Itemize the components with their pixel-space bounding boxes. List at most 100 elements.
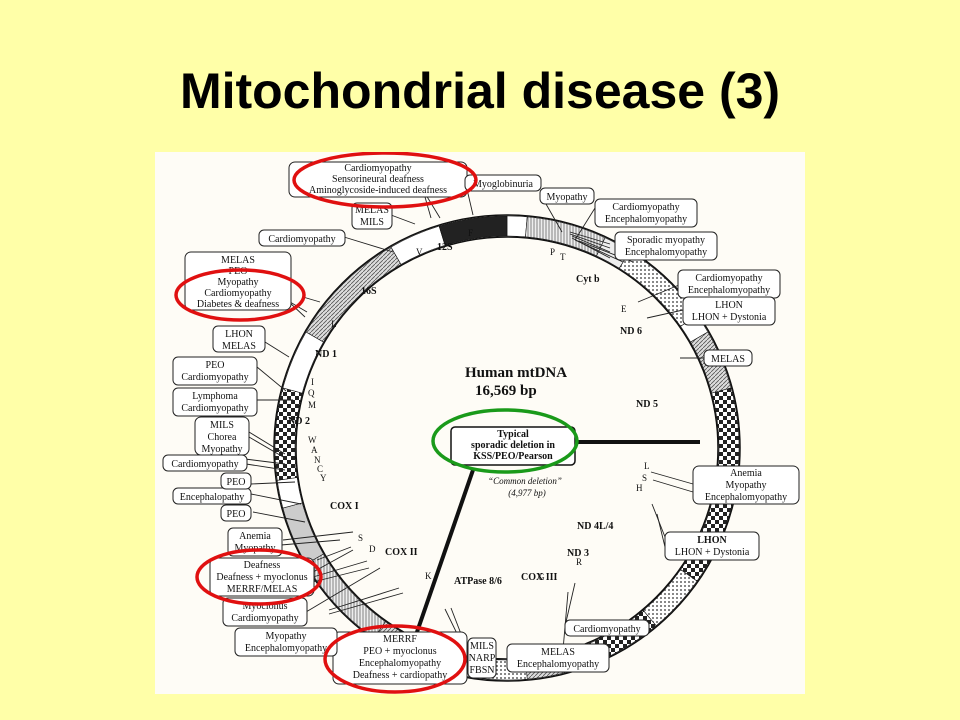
cardio-br: Cardiomyopathy [573,624,640,635]
gene-cytb: Cyt b [576,274,600,285]
gene-atpase: ATPase 8/6 [454,576,502,587]
highlight-left [174,268,306,322]
melas-r: MELAS [711,354,745,365]
trna-l: L [331,319,337,329]
ring-segment [438,215,508,246]
top-red-1: Cardiomyopathy [344,163,411,174]
trna-f: F [468,228,473,238]
cardio-tl: Cardiomyopathy [268,234,335,245]
trna-l2: L [644,461,650,471]
mils-1: MILS [360,217,384,228]
highlight-merrf-melas [195,548,323,606]
lhon-r2-2: LHON + Dystonia [675,547,750,558]
trna-w: W [308,435,317,445]
cardio-tr-2: Encephalomyopathy [605,214,687,225]
merrf-b-2: PEO + myoclonus [363,646,437,657]
lhon-melas-2: MELAS [222,341,256,352]
trna-s2: S [642,473,647,483]
deletion-line-left [415,469,475,633]
gene-nd1: ND 1 [315,349,337,360]
sporadic-1: Sporadic myopathy [627,235,705,246]
sporadic-2: Encephalomyopathy [625,247,707,258]
peo-l: PEO [227,477,246,488]
myopathy-bl-1: Myopathy [265,631,306,642]
mils-chorea-3: Myopathy [201,444,242,455]
myoclonus-1: Myoclonus [243,601,288,612]
gene-cox1: COX I [330,501,359,512]
trna-d: D [369,544,376,554]
mils-chorea-2: Chorea [208,432,237,443]
deletion-line1: Typical [497,429,529,440]
trna-i: I [311,377,314,387]
melas-br-2: Encephalomyopathy [517,659,599,670]
lhon-melas-1: LHON [225,329,253,340]
melas-group-3: Myopathy [217,277,258,288]
disease-labels: Cardiomyopathy Sensorineural deafness Am… [162,161,800,685]
cardio-r-2: Encephalomyopathy [688,285,770,296]
deafness-3: MERRF/MELAS [227,584,298,595]
gene-nd2: ND 2 [288,416,310,427]
lhon-r-2: LHON + Dystonia [692,312,767,323]
top-red-3: Aminoglycoside-induced deafness [309,185,447,196]
cardio-l: Cardiomyopathy [171,459,238,470]
melas-1: MELAS [355,205,389,216]
gene-cox3: COX III [521,572,558,583]
mils-b: MILS [470,641,494,652]
lymphoma-2: Cardiomyopathy [181,403,248,414]
trna-p: P [550,247,555,257]
gene-nd4: ND 4L/4 [577,521,613,532]
deletion-line3: KSS/PEO/Pearson [473,451,553,462]
deafness-2: Deafness + myoclonus [216,572,307,583]
trna-a: A [311,445,318,455]
anemia-r-1: Anemia [730,468,762,479]
cardio-r-1: Cardiomyopathy [695,273,762,284]
trna-v: V [416,247,423,257]
lhon-r2-1: LHON [697,535,727,546]
trna-y: Y [320,473,327,483]
trna-q: Q [308,388,315,398]
merrf-b-3: Encephalomyopathy [359,658,441,669]
melas-group-5: Diabetes & deafness [197,299,279,310]
mils-chorea-1: MILS [210,420,234,431]
gene-labels: 12S 16S ND 1 ND 2 COX I COX II ATPase 8/… [288,242,658,587]
peo-l2: PEO [227,509,246,520]
myopathy-bl-2: Encephalomyopathy [245,643,327,654]
fbsn-b: FBSN [469,665,494,676]
melas-group-4: Cardiomyopathy [204,288,271,299]
myoclonus-2: Cardiomyopathy [231,613,298,624]
slide-title: Mitochondrial disease (3) [179,63,781,119]
peo-cardio-2: Cardiomyopathy [181,372,248,383]
highlight-top [292,152,478,209]
deafness-1: Deafness [244,560,281,571]
gene-nd6: ND 6 [620,326,642,337]
ring-segment [642,569,698,627]
highlight-merrf [323,624,467,694]
trna-g: G [538,572,545,582]
merrf-b-4: Deafness + cardiopathy [353,670,448,681]
melas-group-1: MELAS [221,255,255,266]
mtdna-map: Human mtDNA 16,569 bp Typical sporadic d… [162,152,800,694]
gene-nd5: ND 5 [636,399,658,410]
gene-16s: 16S [361,286,377,297]
anemia-r-2: Myopathy [725,480,766,491]
cardio-tr-1: Cardiomyopathy [612,202,679,213]
peo-cardio-1: PEO [206,360,225,371]
trna-n: N [314,455,321,465]
anemia-r-3: Encephalomyopathy [705,492,787,503]
trna-k: K [425,571,432,581]
lhon-r-1: LHON [715,300,743,311]
genome-size: 16,569 bp [475,383,537,399]
deletion-line2: sporadic deletion in [471,440,555,451]
highlight-deletion [431,408,579,474]
trna-e: E [621,304,627,314]
anemia-l-1: Anemia [239,531,271,542]
ring-segment [282,331,324,394]
highlights [174,152,579,694]
melas-br-1: MELAS [541,647,575,658]
common-deletion-size: (4,977 bp) [508,488,546,498]
myoglobinuria: Myoglobinuria [473,179,534,190]
myopathy-tr: Myopathy [546,192,587,203]
top-red-2: Sensorineural deafness [332,174,424,185]
ring-segment [305,246,402,343]
merrf-b-1: MERRF [383,634,417,645]
